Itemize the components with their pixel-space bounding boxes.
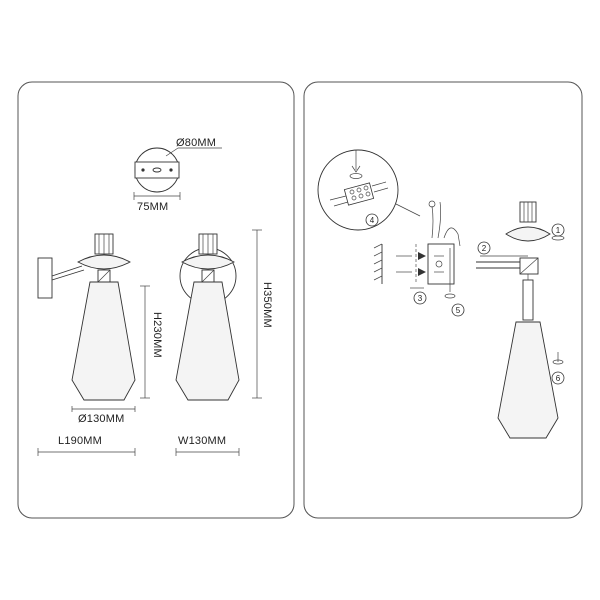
arm-assembly (476, 255, 539, 275)
mounting-plate-top-view (133, 147, 222, 200)
width-dimension (175, 448, 240, 456)
lamp-front-view (175, 233, 240, 401)
step-3-marker: 3 (410, 287, 427, 305)
wall-screws (396, 252, 426, 276)
step-2-marker: 2 (477, 241, 491, 255)
mount-spacing-label: 75MM (137, 201, 168, 213)
step-4-marker: 4 (365, 213, 379, 227)
total-height-dimension (252, 229, 262, 399)
step-1-marker: 1 (551, 223, 565, 237)
wall-section (373, 243, 383, 284)
step-2-label: 2 (482, 244, 487, 253)
shade-diameter-label: Ø130MM (78, 413, 124, 425)
total-height-label: H350MM (261, 282, 273, 328)
shade-height-label: H230MM (151, 312, 163, 358)
shade-height-dimension (140, 285, 150, 399)
step-6-marker: 6 (551, 371, 565, 385)
step-5-marker: 5 (451, 303, 465, 317)
hanging-shade (497, 274, 564, 439)
step-1-label: 1 (556, 226, 561, 235)
length-dimension (37, 448, 136, 456)
step-4-label: 4 (370, 216, 375, 225)
wiring-detail-circle (317, 149, 421, 231)
assembly-panel (303, 81, 583, 519)
base-diameter-label: Ø80MM (176, 137, 216, 149)
mounting-plate-assembly (415, 200, 461, 299)
socket-canopy-assembly (505, 201, 565, 242)
step-3-label: 3 (418, 294, 423, 303)
lamp-side-view (37, 233, 136, 401)
width-label: W130MM (178, 435, 226, 447)
length-label: L190MM (58, 435, 102, 447)
dimensions-panel (17, 81, 295, 519)
step-6-label: 6 (556, 374, 561, 383)
step-5-label: 5 (456, 306, 461, 315)
shade-diameter-dimension (71, 406, 136, 412)
